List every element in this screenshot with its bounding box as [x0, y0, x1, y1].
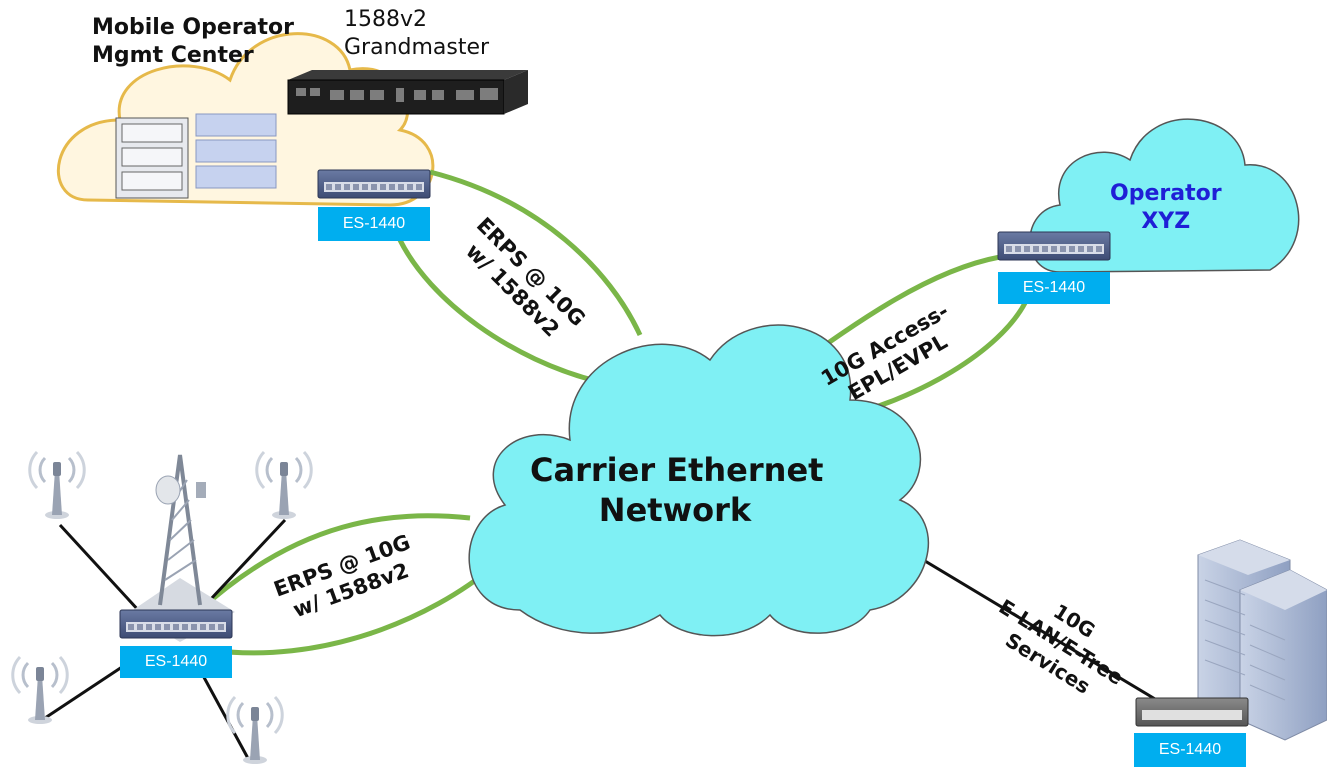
office-building-icon: [1197, 539, 1327, 741]
operator-line1: Operator: [1110, 181, 1222, 206]
core-line1: Carrier Ethernet: [530, 451, 824, 489]
core-cloud: [468, 324, 930, 637]
switch-icon-operator: [997, 231, 1111, 261]
device-label-tower: ES-1440: [120, 646, 232, 678]
operator-line2: XYZ: [1141, 208, 1191, 234]
mgmt-center-line2: Mgmt Center: [92, 42, 254, 68]
grandmaster-device-icon: [287, 70, 528, 115]
core-line2: Network: [598, 491, 752, 529]
antenna-icon: [226, 695, 284, 766]
switch-icon-tower: [119, 609, 233, 639]
device-label-mgmt: ES-1440: [318, 207, 430, 241]
grandmaster-title: 1588v2 Grandmaster: [344, 6, 489, 61]
device-label-operator: ES-1440: [998, 272, 1110, 304]
grandmaster-line2: Grandmaster: [344, 34, 490, 60]
core-network-title: Carrier Ethernet Network: [530, 450, 824, 530]
grandmaster-line1: 1588v2: [344, 7, 428, 32]
server-rack-icon: [115, 113, 277, 199]
device-label-building: ES-1440: [1134, 733, 1246, 767]
antenna-icon: [11, 655, 69, 726]
mgmt-center-line1: Mobile Operator: [92, 15, 294, 40]
switch-icon-building: [1135, 697, 1249, 727]
switch-icon-mgmt: [317, 169, 431, 199]
antenna-icon: [255, 450, 313, 521]
black-links: [41, 518, 1166, 763]
mgmt-center-title: Mobile Operator Mgmt Center: [92, 14, 294, 69]
operator-title: Operator XYZ: [1110, 180, 1222, 235]
antenna-icon: [28, 450, 86, 521]
